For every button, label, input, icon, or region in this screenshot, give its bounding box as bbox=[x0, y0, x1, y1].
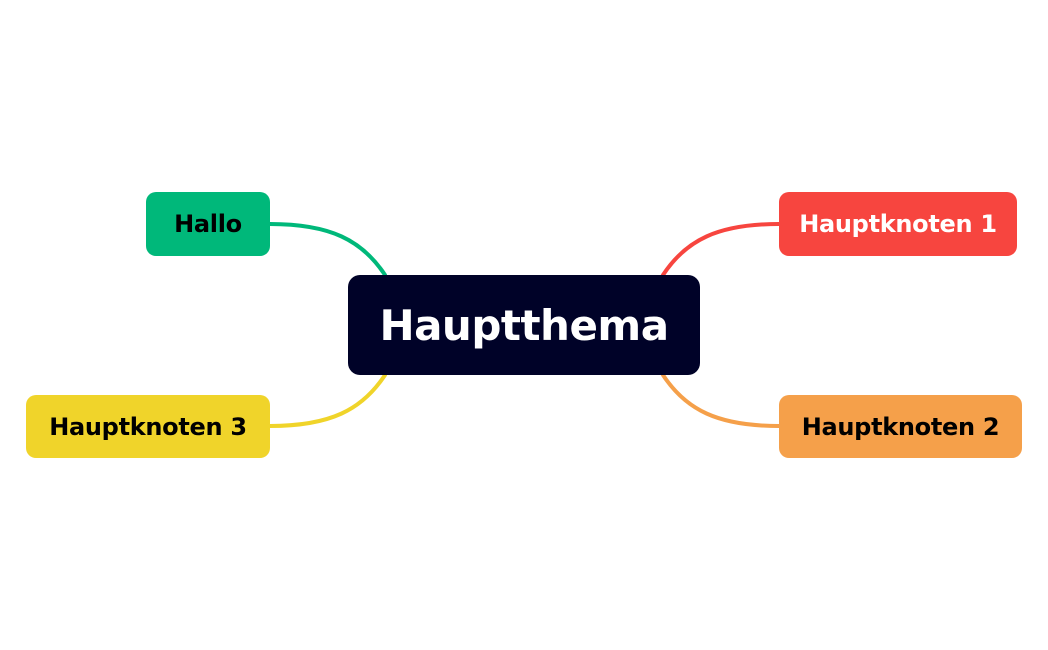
branch-node-hauptknoten-1[interactable]: Hauptknoten 1 bbox=[779, 192, 1017, 256]
branch-node-hallo[interactable]: Hallo bbox=[146, 192, 270, 256]
branch-node-hauptknoten-3[interactable]: Hauptknoten 3 bbox=[26, 395, 270, 458]
branch-label-hauptknoten-2: Hauptknoten 2 bbox=[801, 412, 1000, 441]
branch-label-hauptknoten-1: Hauptknoten 1 bbox=[799, 210, 997, 238]
connector-hallo bbox=[268, 222, 387, 277]
branch-node-hauptknoten-2[interactable]: Hauptknoten 2 bbox=[779, 395, 1022, 458]
branch-label-hallo: Hallo bbox=[174, 210, 242, 238]
connector-hauptknoten-2 bbox=[661, 373, 781, 428]
branch-label-hauptknoten-3: Hauptknoten 3 bbox=[49, 412, 247, 441]
connector-hauptknoten-1 bbox=[661, 222, 781, 277]
central-topic-node[interactable]: Hauptthema bbox=[348, 275, 700, 375]
connector-hauptknoten-3 bbox=[268, 373, 387, 428]
central-topic-label: Hauptthema bbox=[379, 300, 669, 350]
